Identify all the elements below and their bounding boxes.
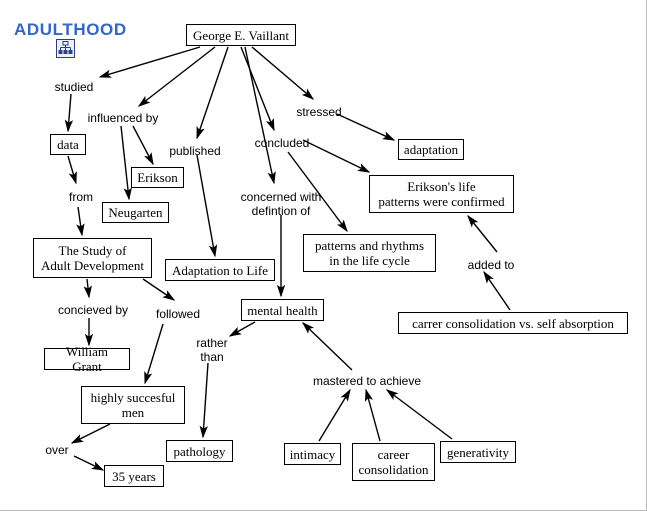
concept-node-eriksonlife[interactable]: Erikson's life patterns were confirmed: [369, 175, 514, 213]
edge-vaillant-to-concluded: [240, 46, 275, 132]
edge-vaillant-to-published: [196, 46, 229, 140]
link-label-published[interactable]: published: [169, 144, 221, 158]
page-title: ADULTHOOD: [14, 20, 127, 39]
edge-addedto-to-eriksonlife: [467, 214, 498, 253]
edge-influencedby-to-erikson: [132, 125, 154, 166]
concept-node-data[interactable]: data: [50, 134, 86, 155]
edge-study-to-concievedby: [83, 278, 92, 299]
edge-succesful-to-over: [70, 423, 111, 444]
edge-vaillant-to-stressed: [251, 46, 315, 100]
link-label-followed[interactable]: followed: [155, 307, 201, 321]
concept-node-vaillant[interactable]: George E. Vaillant: [186, 24, 296, 46]
edge-influencedby-to-neugarten: [120, 125, 132, 201]
concept-node-pathology[interactable]: pathology: [166, 440, 233, 462]
concept-node-intimacy[interactable]: intimacy: [284, 443, 341, 465]
edge-study-to-followed: [142, 278, 176, 301]
link-label-ratherthan[interactable]: rather than: [196, 336, 228, 364]
concept-node-study[interactable]: The Study of Adult Development: [33, 238, 152, 278]
edge-studied-to-data: [64, 93, 74, 133]
concept-map-icon[interactable]: [56, 39, 75, 58]
concept-node-carrer[interactable]: carrer consolidation vs. self absorption: [398, 312, 628, 334]
link-label-concievedby[interactable]: concieved by: [57, 303, 129, 317]
link-label-concernedwith[interactable]: concerned with defintion of: [240, 190, 322, 218]
concept-node-patterns[interactable]: patterns and rhythms in the life cycle: [303, 234, 436, 272]
link-label-stressed[interactable]: stressed: [296, 105, 342, 119]
concept-node-grant[interactable]: William Grant: [44, 344, 130, 374]
link-label-influencedby[interactable]: influenced by: [87, 111, 159, 125]
edge-carrer-to-addedto: [483, 270, 511, 311]
edge-published-to-adaptlife: [196, 154, 218, 258]
concept-node-erikson[interactable]: Erikson: [131, 167, 184, 188]
concept-node-neugarten[interactable]: Neugarten: [102, 202, 169, 223]
link-label-masteredto[interactable]: mastered to achieve: [312, 374, 422, 388]
link-label-addedto[interactable]: added to: [467, 258, 515, 272]
edge-from-to-study: [76, 206, 85, 237]
link-label-from[interactable]: from: [69, 190, 93, 204]
link-label-studied[interactable]: studied: [54, 80, 94, 94]
edge-vaillant-to-influencedby: [137, 46, 216, 107]
edge-intimacy-to-masteredto: [318, 388, 351, 442]
edge-vaillant-to-concernedwith: [244, 46, 276, 185]
edge-mental-to-ratherthan: [228, 321, 256, 337]
edge-vaillant-to-studied: [98, 46, 201, 78]
concept-node-adaptlife[interactable]: Adaptation to Life: [165, 259, 275, 281]
edge-ratherthan-to-pathology: [199, 362, 209, 439]
concept-node-generativity[interactable]: generativity: [440, 441, 516, 463]
edge-career-to-masteredto: [364, 388, 381, 442]
edge-data-to-from: [67, 155, 77, 185]
link-label-concluded[interactable]: concluded: [254, 136, 310, 150]
concept-node-mental[interactable]: mental health: [241, 299, 324, 321]
edge-followed-to-succesful: [144, 323, 164, 385]
concept-node-career[interactable]: career consolidation: [352, 443, 435, 481]
concept-node-years[interactable]: 35 years: [104, 465, 164, 487]
concept-node-adaptation[interactable]: adaptation: [398, 139, 464, 160]
link-label-over[interactable]: over: [45, 443, 69, 457]
concept-node-succesful[interactable]: highly succesful men: [81, 386, 185, 424]
edge-generativity-to-masteredto: [385, 389, 453, 440]
edge-over-to-years: [73, 455, 105, 471]
edge-masteredto-to-mental: [301, 322, 353, 371]
